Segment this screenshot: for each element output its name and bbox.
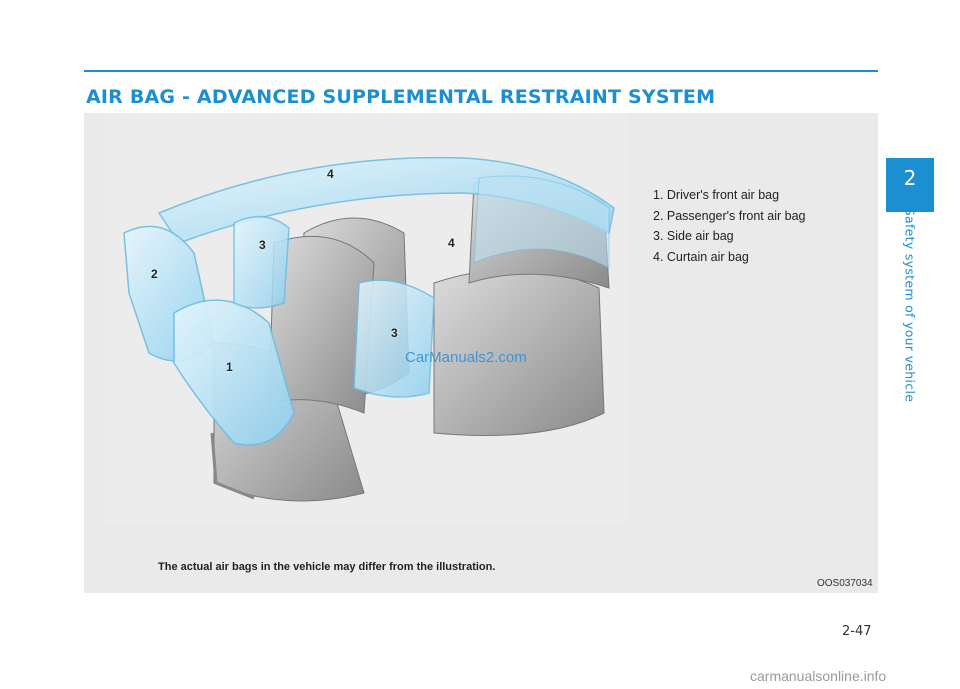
section-title: AIR BAG - ADVANCED SUPPLEMENTAL RESTRAIN… <box>86 86 716 108</box>
callout-4-rear: 4 <box>448 236 455 250</box>
side-airbag-front <box>233 215 290 309</box>
chapter-rule <box>886 210 934 212</box>
chapter-title: Safety system of your vehicle <box>902 207 918 403</box>
curtain-airbag-rear <box>473 175 610 269</box>
footer-url[interactable]: carmanualsonline.info <box>750 668 887 684</box>
page-number: 2-47 <box>842 624 872 639</box>
callout-2: 2 <box>151 267 158 281</box>
legend-item-3: 3. Side air bag <box>653 229 734 243</box>
callout-3-rear: 3 <box>391 326 398 340</box>
legend: 1. Driver's front air bag 2. Passenger's… <box>653 185 805 267</box>
header-rule <box>84 70 878 72</box>
chapter-number: 2 <box>903 166 917 190</box>
airbag-diagram <box>123 156 615 502</box>
figure-code: OOS037034 <box>817 578 873 589</box>
callout-4-front: 4 <box>327 167 334 181</box>
chapter-tab <box>886 158 934 210</box>
seat-rail <box>210 432 255 500</box>
figure-caption: The actual air bags in the vehicle may d… <box>158 561 496 573</box>
callout-3-front: 3 <box>259 238 266 252</box>
airbag-illustration <box>104 113 626 523</box>
callout-1: 1 <box>226 360 233 374</box>
side-airbag-rear <box>353 279 435 398</box>
legend-item-4: 4. Curtain air bag <box>653 249 749 264</box>
watermark: CarManuals2.com <box>405 349 527 366</box>
driver-front-airbag <box>173 299 295 446</box>
legend-item-2: 2. Passenger's front air bag <box>653 208 806 223</box>
legend-item-1: 1. Driver's front air bag <box>653 188 780 202</box>
